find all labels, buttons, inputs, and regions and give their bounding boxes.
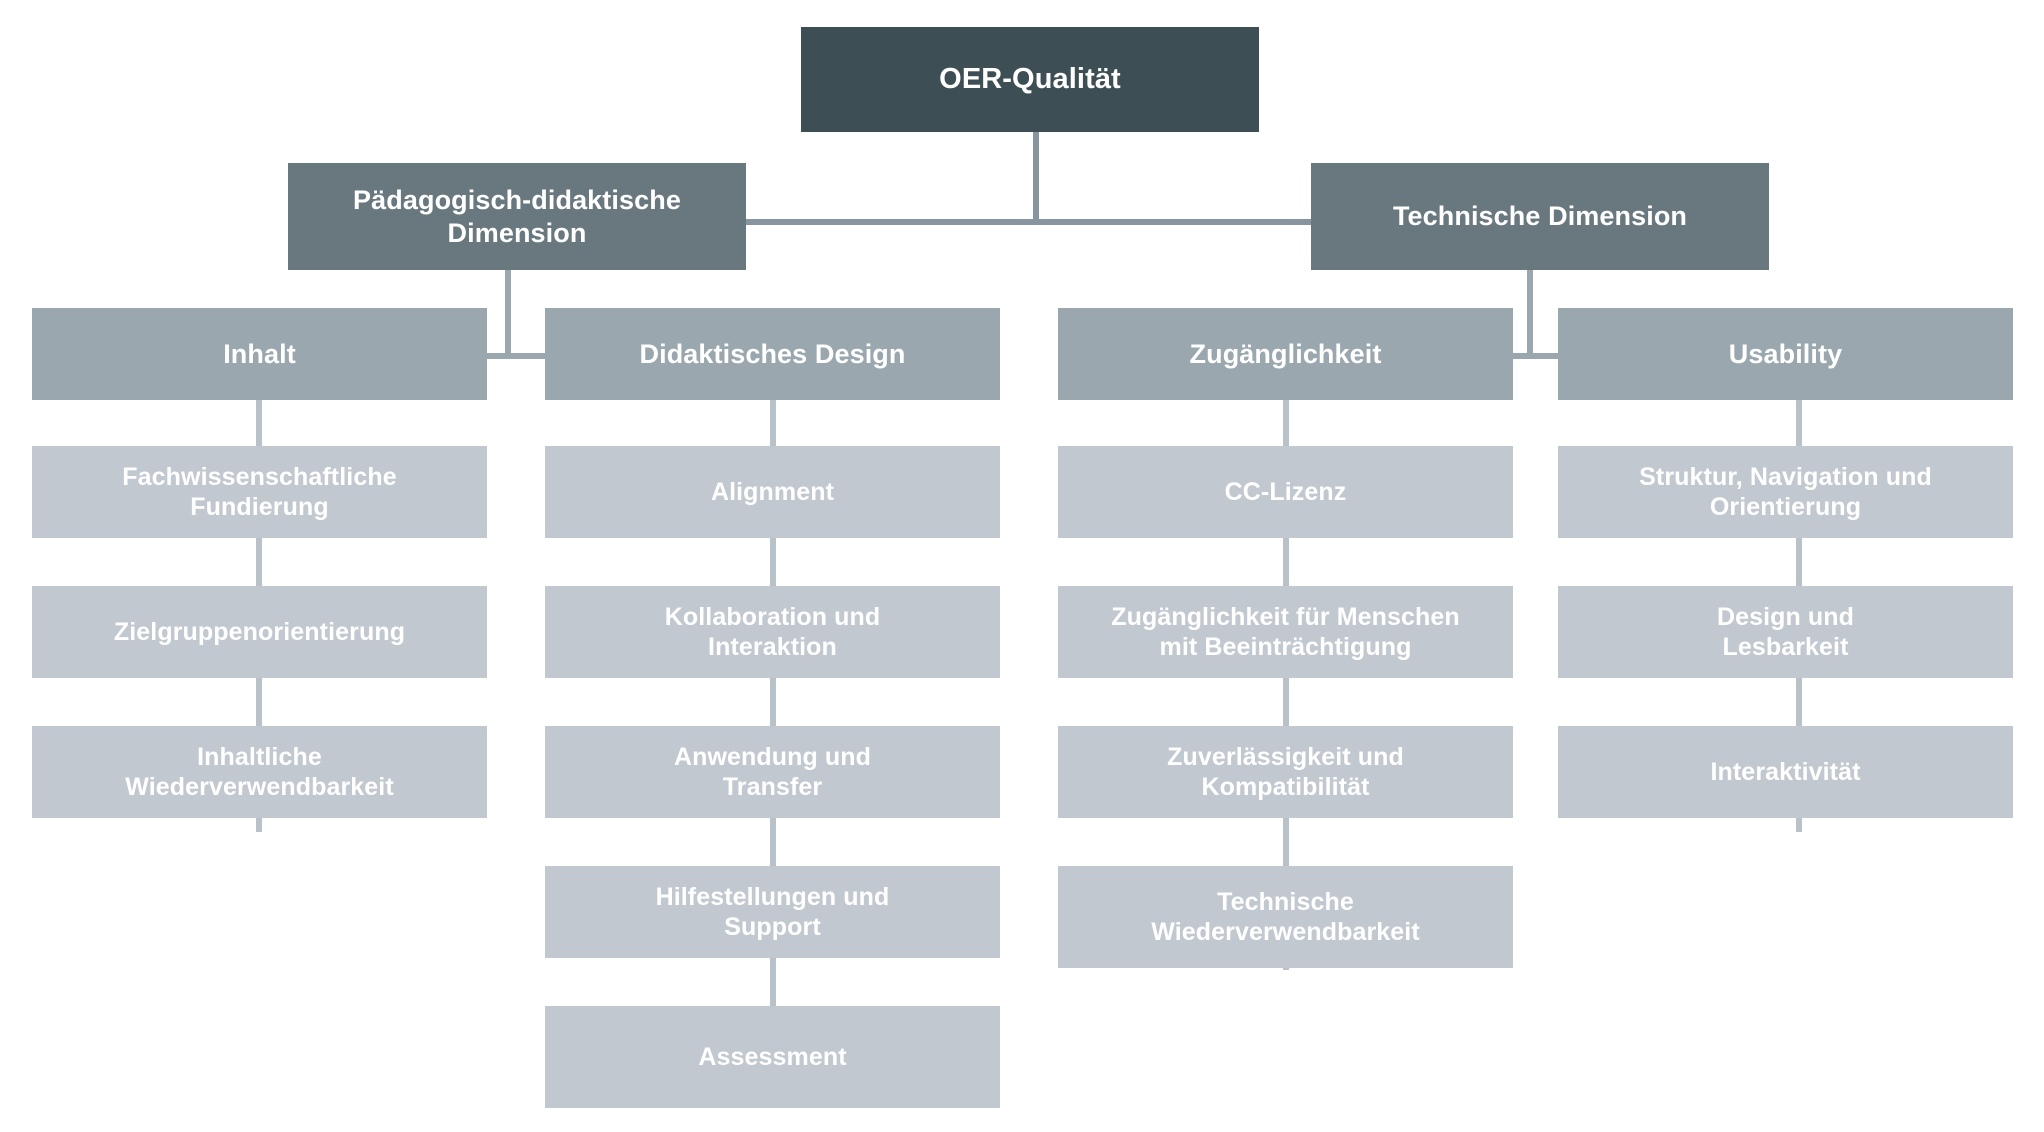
node-label: Design und Lesbarkeit — [1716, 602, 1855, 662]
node-label: Alignment — [710, 477, 835, 506]
node-label: Inhaltliche Wiederverwendbarkeit — [125, 742, 394, 802]
node-label: Technische Dimension — [1392, 201, 1688, 232]
node-label: Anwendung und Transfer — [673, 742, 872, 802]
node-paedagogisch-didaktische-dimension[interactable]: Pädagogisch-didaktische Dimension — [288, 163, 746, 270]
node-criterion-zielgruppenorientierung[interactable]: Zielgruppenorientierung — [32, 586, 487, 678]
node-label: Assessment — [698, 1042, 847, 1071]
connector-root-vertical — [1033, 132, 1039, 224]
node-criterion-hilfestellungen-und-support[interactable]: Hilfestellungen und Support — [545, 866, 1000, 958]
node-technische-dimension[interactable]: Technische Dimension — [1311, 163, 1769, 270]
node-criterion-alignment[interactable]: Alignment — [545, 446, 1000, 538]
node-label: Usability — [1728, 338, 1843, 369]
node-criterion-fachwissenschaftliche-fundierung[interactable]: Fachwissenschaftliche Fundierung — [32, 446, 487, 538]
node-criterion-anwendung-und-transfer[interactable]: Anwendung und Transfer — [545, 726, 1000, 818]
node-criterion-cc-lizenz[interactable]: CC-Lizenz — [1058, 446, 1513, 538]
node-oer-qualitaet[interactable]: OER-Qualität — [801, 27, 1259, 132]
connector-spine-zugaenglichkeit — [1283, 400, 1289, 970]
node-label: Didaktisches Design — [639, 338, 906, 369]
connector-dimensions-horizontal — [737, 219, 1335, 225]
node-label: Kollaboration und Interaktion — [664, 602, 881, 662]
node-criterion-interaktivitaet[interactable]: Interaktivität — [1558, 726, 2013, 818]
node-label: Zielgruppenorientierung — [113, 617, 406, 646]
node-criterion-assessment[interactable]: Assessment — [545, 1006, 1000, 1108]
node-category-didaktisches-design[interactable]: Didaktisches Design — [545, 308, 1000, 400]
node-criterion-design-und-lesbarkeit[interactable]: Design und Lesbarkeit — [1558, 586, 2013, 678]
node-label: OER-Qualität — [939, 62, 1121, 95]
node-criterion-zugaenglichkeit-fuer-menschen-mit-beeintraechtigung[interactable]: Zugänglichkeit für Menschen mit Beeinträ… — [1058, 586, 1513, 678]
node-label: Interaktivität — [1710, 757, 1861, 786]
node-label: Technische Wiederverwendbarkeit — [1151, 887, 1420, 947]
node-category-usability[interactable]: Usability — [1558, 308, 2013, 400]
connector-pedagogical-categories-horizontal — [250, 353, 770, 359]
node-criterion-zuverlaessigkeit-und-kompatibilitaet[interactable]: Zuverlässigkeit und Kompatibilität — [1058, 726, 1513, 818]
node-label: Zugänglichkeit für Menschen mit Beeinträ… — [1111, 602, 1460, 662]
node-label: Fachwissenschaftliche Fundierung — [122, 462, 397, 522]
node-label: Zugänglichkeit — [1189, 338, 1382, 369]
node-criterion-technische-wiederverwendbarkeit[interactable]: Technische Wiederverwendbarkeit — [1058, 866, 1513, 968]
connector-technical-vertical — [1527, 270, 1533, 358]
node-label: Struktur, Navigation und Orientierung — [1639, 462, 1932, 522]
connector-pedagogical-vertical — [505, 270, 511, 358]
node-criterion-inhaltliche-wiederverwendbarkeit[interactable]: Inhaltliche Wiederverwendbarkeit — [32, 726, 487, 818]
node-label: Pädagogisch-didaktische Dimension — [353, 184, 681, 248]
node-label: Inhalt — [223, 338, 296, 369]
node-category-inhalt[interactable]: Inhalt — [32, 308, 487, 400]
node-criterion-struktur-navigation-und-orientierung[interactable]: Struktur, Navigation und Orientierung — [1558, 446, 2013, 538]
node-label: CC-Lizenz — [1224, 477, 1347, 506]
node-label: Zuverlässigkeit und Kompatibilität — [1167, 742, 1404, 802]
node-criterion-kollaboration-und-interaktion[interactable]: Kollaboration und Interaktion — [545, 586, 1000, 678]
node-category-zugaenglichkeit[interactable]: Zugänglichkeit — [1058, 308, 1513, 400]
connector-technical-categories-horizontal — [1272, 353, 1792, 359]
node-label: Hilfestellungen und Support — [655, 882, 890, 942]
